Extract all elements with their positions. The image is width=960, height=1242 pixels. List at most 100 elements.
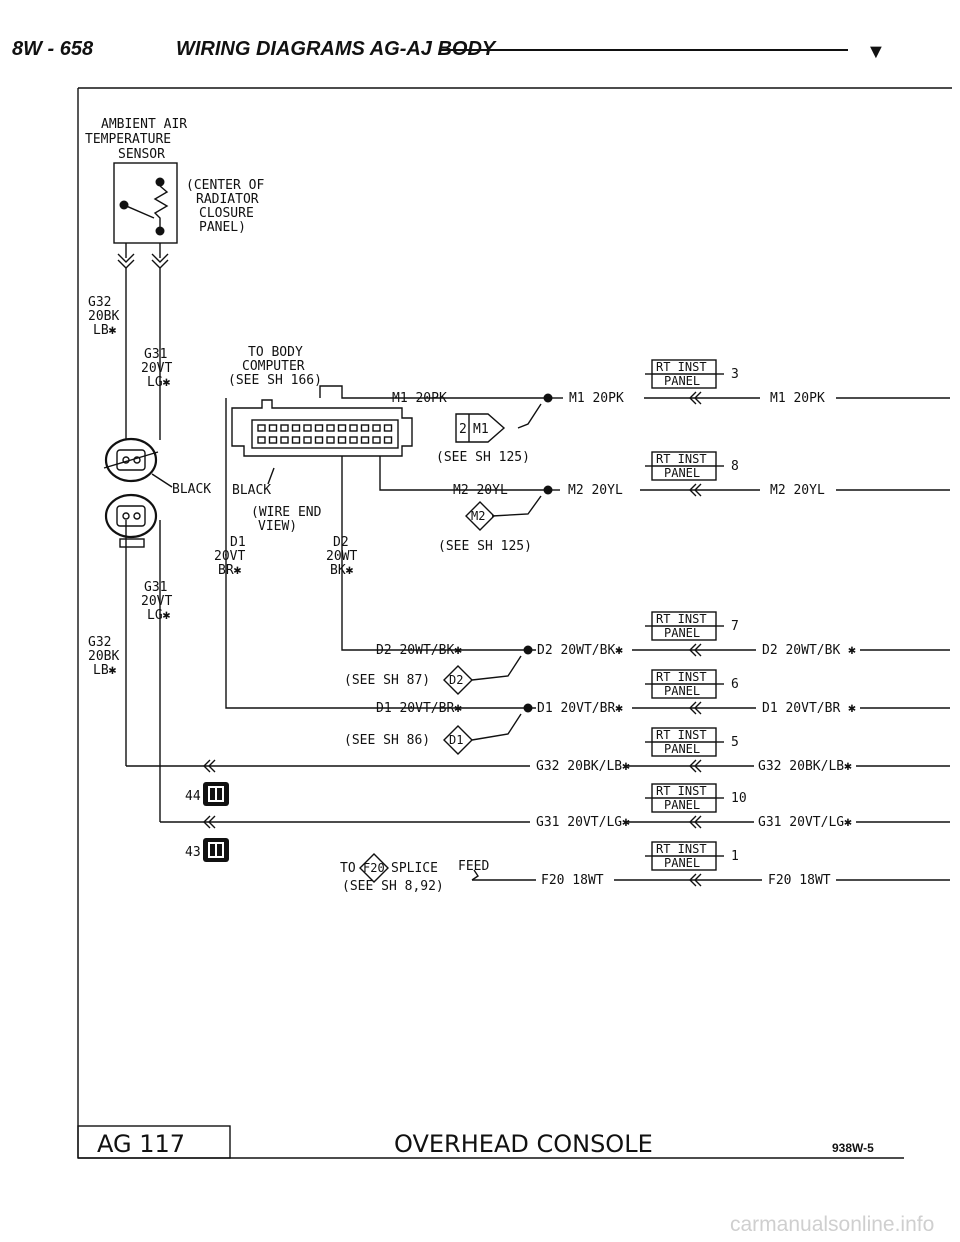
header-marker: ▼ <box>866 41 886 63</box>
splice-d1-ref: (SEE SH 86) <box>344 733 430 748</box>
body-computer-label-3: (SEE SH 166) <box>228 373 322 388</box>
wire-m1-stub <box>319 385 370 399</box>
footer-code: AG 117 <box>97 1130 185 1158</box>
d1-gauge: 20VT <box>214 549 245 564</box>
connector-pin-number: 10 <box>731 791 747 806</box>
inline-connector-mark <box>689 701 702 715</box>
body-computer-label-2: COMPUTER <box>242 359 305 374</box>
sensor-title-3: SENSOR <box>118 147 165 162</box>
splice-m2-id: M2 <box>471 509 485 523</box>
g31-label-right: G31 20VT/LG✱ <box>758 815 852 830</box>
footer-title: OVERHEAD CONSOLE <box>394 1130 653 1158</box>
body-computer-connector <box>231 399 413 457</box>
panel-label: PANEL <box>664 798 700 812</box>
figure-number: 938W-5 <box>832 1141 874 1155</box>
g31-label-mid: G31 20VT/LG✱ <box>536 815 630 830</box>
sensor-symbol <box>113 162 178 269</box>
m1-label-left: M1 20PK <box>392 391 447 406</box>
connector-pin <box>372 424 381 432</box>
rt-inst-label: RT INST <box>656 728 707 742</box>
connector-pin <box>280 436 289 444</box>
sensor-location-2: RADIATOR <box>196 192 259 207</box>
connector-pin <box>303 436 312 444</box>
connector-pin <box>372 436 381 444</box>
connector-pin-number: 1 <box>731 849 739 864</box>
splice-m2-ref: (SEE SH 125) <box>438 539 532 554</box>
black-leader-1 <box>151 473 173 488</box>
black-leader-2 <box>267 467 275 485</box>
g31-top-gauge: 20VT <box>141 361 172 376</box>
splice-dot-d1 <box>523 703 533 713</box>
connector-color-1: BLACK <box>172 482 211 497</box>
feed-word: FEED <box>458 859 489 874</box>
ground-44 <box>203 782 229 806</box>
splice-m1-icon <box>455 413 506 443</box>
wire-m2-left <box>379 456 548 491</box>
rt-inst-label: RT INST <box>656 842 707 856</box>
body-computer-label-1: TO BODY <box>248 345 303 360</box>
splice-d2-id: D2 <box>449 673 463 687</box>
connector-pin-number: 5 <box>731 735 739 750</box>
d1-pin-label: D1 <box>230 535 246 550</box>
connector-pin <box>291 424 301 432</box>
wire-end-view-1: (WIRE END <box>251 505 322 520</box>
connector-pin <box>314 424 324 432</box>
inline-connector-mark <box>689 759 702 773</box>
panel-label: PANEL <box>664 626 700 640</box>
connector-icon-black-2 <box>104 493 158 548</box>
splice-m1-ref: (SEE SH 125) <box>436 450 530 465</box>
m1-label-right: M1 20PK <box>770 391 825 406</box>
connector-pin <box>337 436 347 444</box>
m2-label-left: M2 20YL <box>453 483 508 498</box>
g32-top-color: LB✱ <box>93 323 117 338</box>
g31-top-color: LG✱ <box>147 375 171 390</box>
connector-pin <box>383 424 393 432</box>
rt-inst-label: RT INST <box>656 670 707 684</box>
d1-label-left: D1 20VT/BR✱ <box>376 701 462 716</box>
connector-pin-number: 3 <box>731 367 739 382</box>
d2-label-left: D2 20WT/BK✱ <box>376 643 462 658</box>
sensor-location-1: (CENTER OF <box>186 178 264 193</box>
inline-connector-mark <box>689 483 702 497</box>
splice-dot-d2 <box>523 645 533 655</box>
d2-pin-label: D2 <box>333 535 349 550</box>
g32-top-gauge: 20BK <box>88 309 119 324</box>
footer-code-box <box>77 1125 231 1159</box>
connector-pin-number: 6 <box>731 677 739 692</box>
connector-pin <box>268 424 278 432</box>
connector-pin <box>303 424 312 432</box>
connector-pin <box>349 436 358 444</box>
body-computer-color: BLACK <box>232 483 271 498</box>
ground-44-number: 44 <box>185 789 201 804</box>
g31-bot-circuit: G31 <box>144 580 167 595</box>
d1-color: BR✱ <box>218 563 242 578</box>
connector-pin <box>383 436 393 444</box>
m1-label-mid: M1 20PK <box>569 391 624 406</box>
d2-label-right: D2 20WT/BK ✱ <box>762 643 856 658</box>
panel-label: PANEL <box>664 466 700 480</box>
connector-pin <box>326 424 335 432</box>
connector-pin <box>337 424 347 432</box>
connector-pin <box>257 436 266 444</box>
g32-bot-color: LB✱ <box>93 663 117 678</box>
page-title: WIRING DIAGRAMS AG-AJ BODY <box>176 38 497 60</box>
connector-icon-black-1 <box>103 437 159 483</box>
d2-label-mid: D2 20WT/BK✱ <box>537 643 623 658</box>
rt-inst-label: RT INST <box>656 612 707 626</box>
wire-d2-left <box>341 456 536 651</box>
sensor-title-1: AMBIENT AIR <box>101 117 187 132</box>
rt-inst-label: RT INST <box>656 784 707 798</box>
splice-m1-num: 2 <box>459 422 467 437</box>
splice-d2-ref: (SEE SH 87) <box>344 673 430 688</box>
splice-d2-icon <box>443 665 473 695</box>
splice-m1-id: M1 <box>473 422 489 437</box>
connector-pins <box>257 424 393 444</box>
g32-bot-circuit: G32 <box>88 635 111 650</box>
sensor-location-4: PANEL) <box>199 220 246 235</box>
splice-d1-id: D1 <box>449 733 463 747</box>
